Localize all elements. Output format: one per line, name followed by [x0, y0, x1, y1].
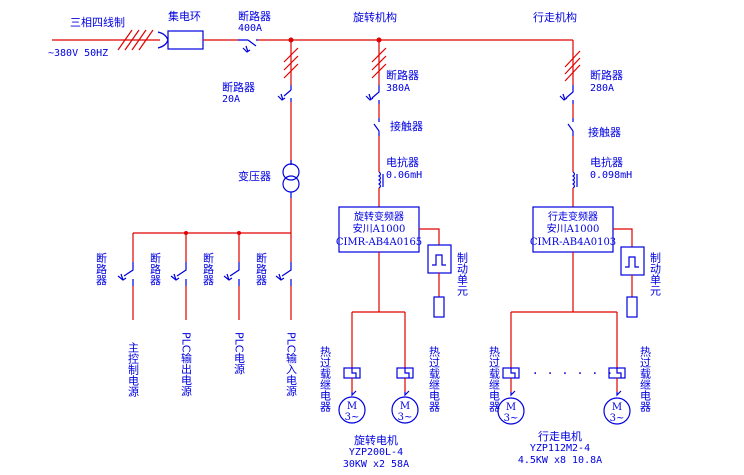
svg-text:M: M [347, 401, 357, 412]
three-phase-hatch [117, 29, 154, 51]
svg-text:M: M [506, 402, 516, 413]
svg-text:3~: 3~ [504, 413, 519, 424]
slewing-motor-2: M 3~ [391, 367, 419, 424]
travel-motor-model: YZP112M2-4 [530, 443, 590, 454]
travel-breaker-label: 断路器 [590, 68, 623, 82]
slewing-contactor-label: 接触器 [390, 119, 423, 133]
slewing-motor-spec: 30KW x2 58A [343, 459, 409, 470]
travel-inverter-line-1: 行走变频器 [548, 210, 598, 223]
travel-contactor-label: 接触器 [588, 125, 621, 139]
slip-ring-box [167, 30, 204, 50]
svg-text:3~: 3~ [610, 413, 625, 424]
breaker-icon [371, 85, 380, 104]
slewing-relay-label-2: 热过载继电器 [428, 346, 441, 413]
breaker-icon [238, 39, 258, 47]
travel-brake-unit [620, 246, 645, 276]
transformer-icon [282, 163, 300, 181]
aux-breaker-label: 断路器 [222, 80, 255, 94]
transformer-label: 变压器 [238, 169, 271, 183]
slewing-title: 旋转机构 [353, 10, 397, 24]
load-label: 主控制电源 [127, 342, 140, 398]
aux-feeder: 断路器 20A 变压器 [133, 40, 300, 235]
slewing-relay-label-1: 热过载继电器 [319, 346, 332, 413]
slewing-motor-1: M 3~ [338, 367, 366, 424]
breaker-icon [123, 262, 134, 286]
travel-relay-label-1: 热过载继电器 [488, 346, 501, 413]
contactor-icon [373, 118, 380, 136]
reactor-icon [571, 171, 578, 189]
breaker-icon [565, 85, 574, 104]
contactor-icon [567, 118, 574, 136]
travel-reactor-value: 0.098mH [590, 170, 632, 181]
svg-text:3~: 3~ [398, 412, 413, 423]
aux-branch-1: 断路器 主控制电源 [96, 233, 140, 398]
motor-icon [391, 396, 419, 424]
supply-label: ~380V 50HZ [48, 48, 108, 59]
svg-text:M: M [400, 401, 410, 412]
slewing-reactor-label: 电抗器 [386, 155, 419, 169]
svg-text:M: M [612, 402, 622, 413]
slewing-reactor-value: 0.06mH [386, 170, 422, 181]
branch-breaker-label: 断路器 [150, 251, 161, 287]
slewing-inverter-line-3: CIMR-AB4A0165 [336, 237, 422, 248]
breaker-icon [176, 262, 187, 286]
load-label: PLC输出电源 [180, 332, 193, 397]
travel-branch: 行走机构 断路器 280A 接触器 电抗器 0.098mH 行走变频器 安川A1… [488, 10, 662, 466]
travel-motor-1: M 3~ [497, 367, 525, 425]
load-label: PLC电源 [233, 332, 246, 375]
pulse-icon [432, 254, 446, 266]
travel-relay-label-2: 热过载继电器 [639, 346, 652, 413]
main-breaker-label: 断路器 [238, 9, 271, 23]
brake-resistor-icon [626, 296, 638, 318]
aux-branch-3: 断路器 PLC电源 [203, 233, 246, 375]
slewing-brake-unit [427, 244, 452, 274]
breaker-icon [281, 262, 292, 286]
slip-ring-label: 集电环 [168, 9, 201, 23]
slewing-inverter-line-2: 安川A1000 [353, 222, 406, 235]
breaker-icon [283, 85, 292, 102]
slewing-branch: 旋转机构 断路器 380A 接触器 电抗器 0.06mH 旋转变频器 安川A10… [319, 10, 469, 470]
more-motors-ellipsis: · · · · · · [533, 366, 615, 382]
travel-inverter-line-2: 安川A1000 [547, 222, 600, 235]
slip-ring: 集电环 [157, 9, 204, 50]
motor-icon [603, 397, 631, 425]
motor-icon [338, 396, 366, 424]
travel-reactor-label: 电抗器 [590, 155, 623, 169]
load-label: PLC输入电源 [285, 332, 298, 397]
travel-motor-title: 行走电机 [538, 429, 582, 443]
motor-icon [497, 397, 525, 425]
main-breaker-rating: 400A [238, 23, 262, 34]
travel-motor-2: M 3~ [603, 367, 631, 425]
branch-breaker-label: 断路器 [96, 251, 107, 287]
system-label: 三相四线制 [70, 15, 125, 29]
pulse-icon [625, 256, 639, 268]
breaker-icon [229, 262, 240, 286]
travel-motor-spec: 4.5KW x8 10.8A [518, 455, 602, 466]
slewing-inverter-line-1: 旋转变频器 [354, 210, 404, 223]
slewing-brake-label: 制动单元 [456, 252, 469, 296]
aux-branch-4: 断路器 PLC输入电源 [256, 233, 298, 397]
brake-resistor-icon [433, 296, 445, 318]
main-breaker: 断路器 400A [238, 9, 271, 53]
slewing-motor-model: YZP200L-4 [349, 447, 403, 458]
travel-breaker-rating: 280A [590, 83, 614, 94]
slewing-motor-title: 旋转电机 [354, 433, 398, 447]
svg-text:3~: 3~ [345, 412, 360, 423]
travel-title: 行走机构 [533, 10, 577, 24]
aux-breaker-rating: 20A [222, 94, 240, 105]
branch-breaker-label: 断路器 [203, 251, 214, 287]
slewing-breaker-rating: 380A [386, 83, 410, 94]
travel-brake-label: 制动单元 [649, 252, 662, 296]
reactor-icon [377, 171, 384, 189]
incoming-supply: 三相四线制 ~380V 50HZ [48, 15, 160, 59]
aux-branch-2: 断路器 PLC输出电源 [150, 233, 193, 397]
travel-inverter-line-3: CIMR-AB4A0103 [530, 237, 616, 248]
slewing-breaker-label: 断路器 [386, 68, 419, 82]
branch-breaker-label: 断路器 [256, 251, 267, 287]
